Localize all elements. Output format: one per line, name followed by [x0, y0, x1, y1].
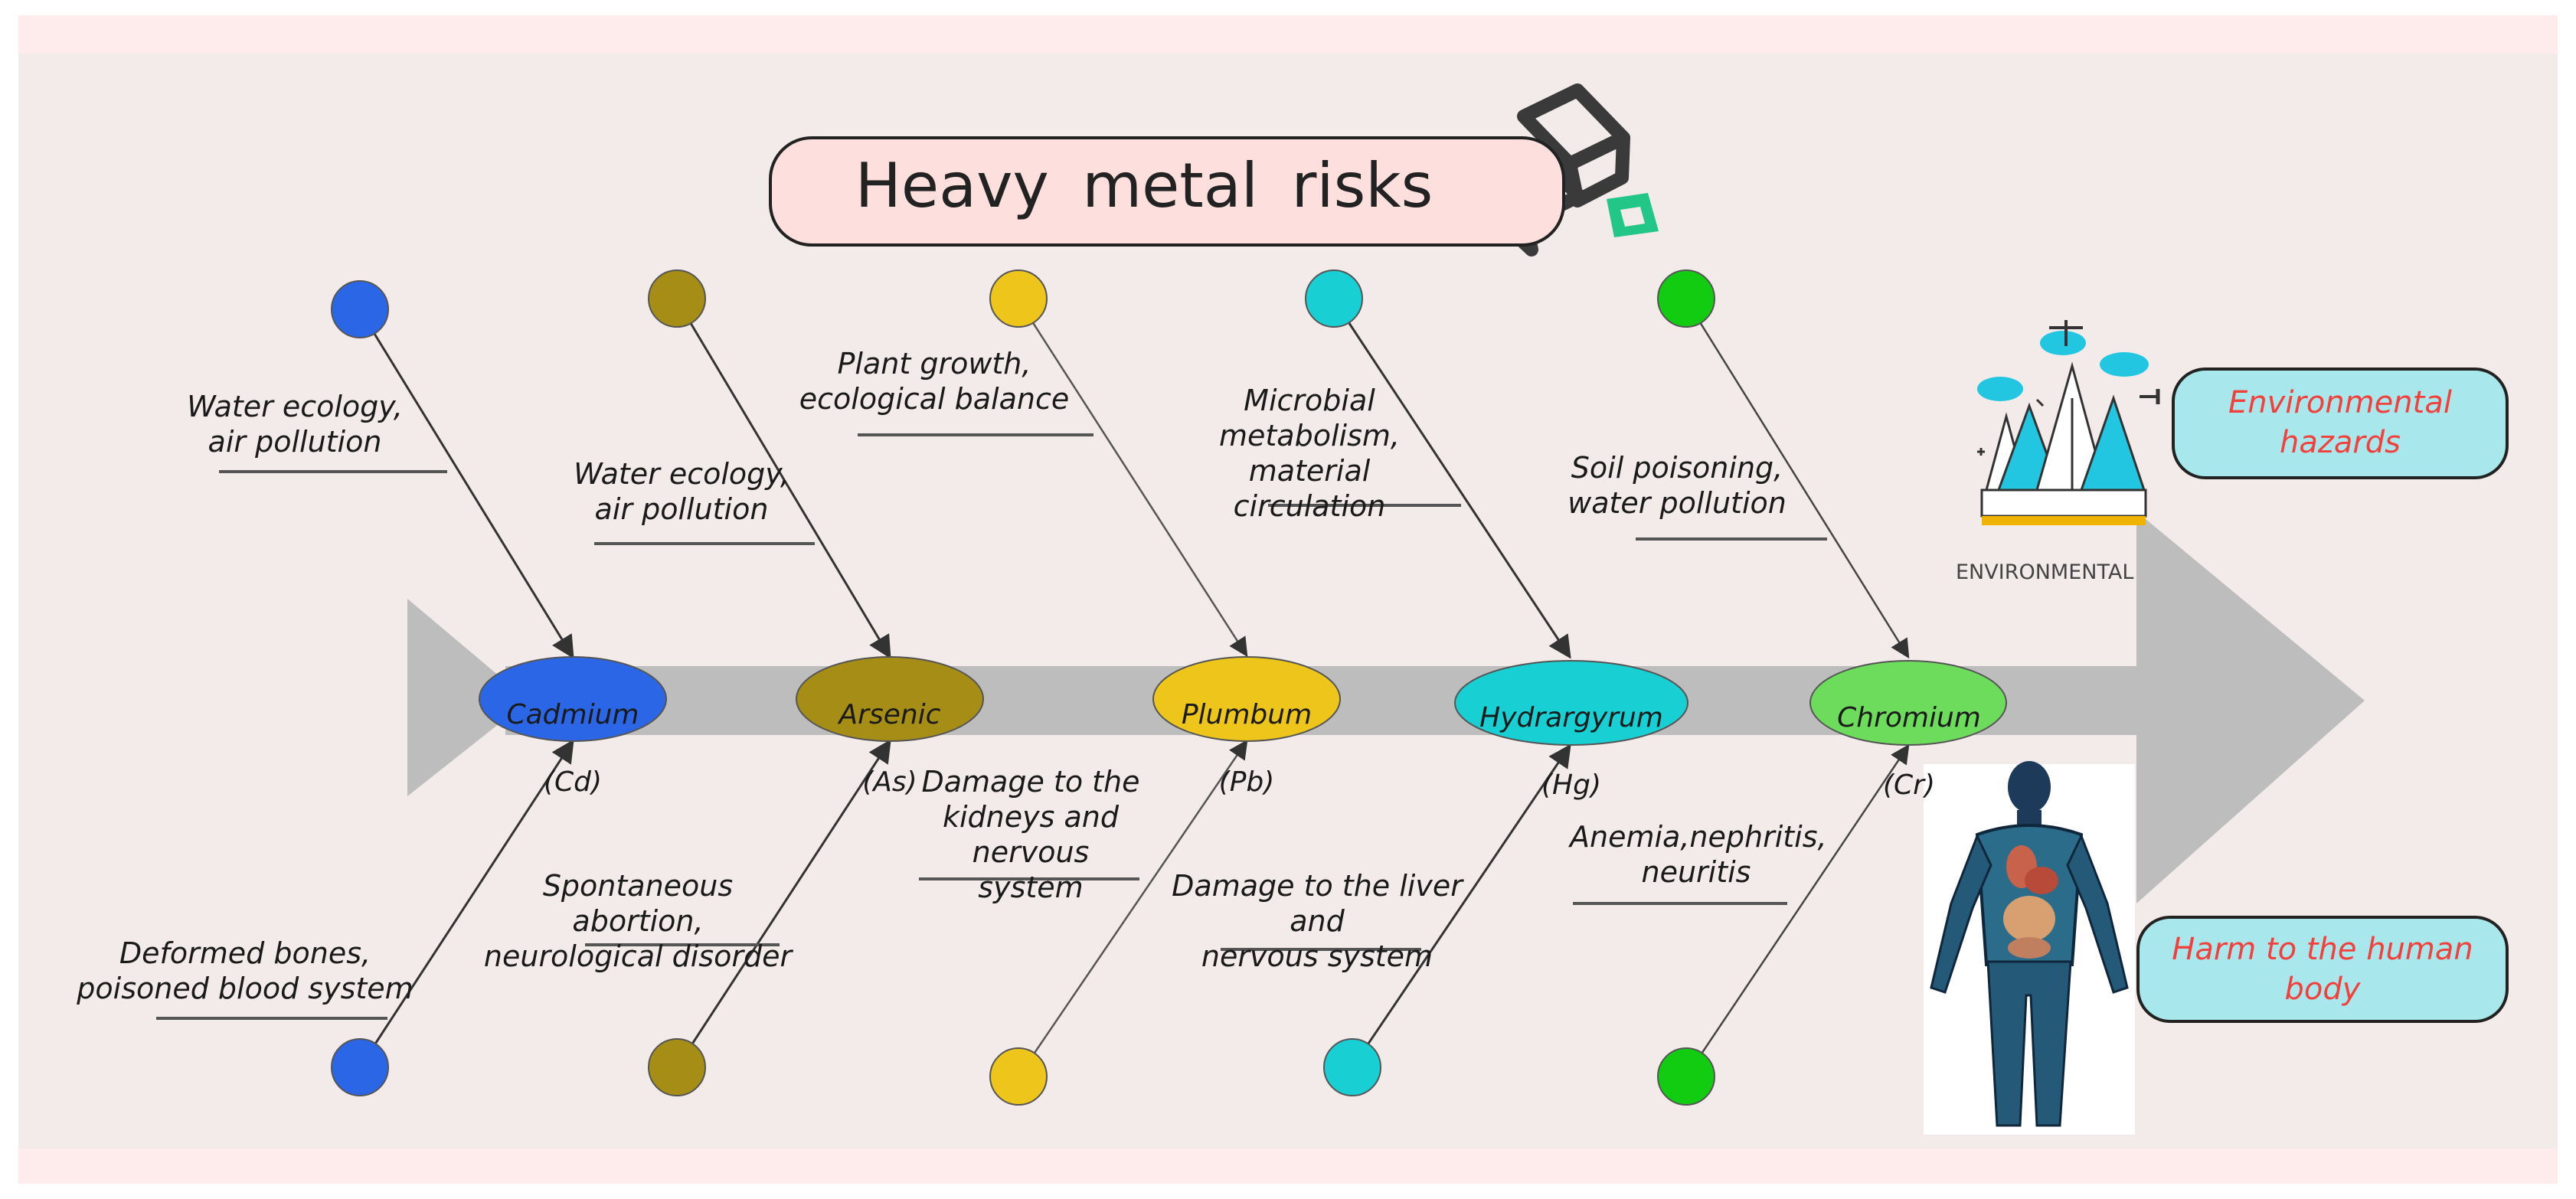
top-connector-3	[1017, 299, 1248, 658]
metal-symbol: (Cd)	[543, 766, 603, 798]
bottom-connector-1	[358, 739, 574, 1068]
top-connector-1	[358, 309, 574, 659]
bottom-effect-label-2: Spontaneous abortion, neurological disor…	[483, 869, 793, 973]
spine-tail-triangle	[407, 599, 528, 796]
metal-symbol: (Hg)	[1541, 769, 1601, 801]
environmental-icon	[1977, 320, 2160, 525]
top-connector-5	[1685, 299, 1910, 659]
outcome-human-box	[2136, 916, 2509, 1023]
metal-node-plumbum	[1152, 656, 1341, 742]
bottom-connector-2	[675, 739, 891, 1068]
metal-label-hydrargyrum: Hydrargyrum (Hg)	[1456, 668, 1686, 802]
metal-symbol: (Cr)	[1882, 769, 1936, 801]
top-dot-1	[331, 280, 389, 338]
top-dot-3	[989, 270, 1048, 328]
bottom-connector-3	[1017, 739, 1248, 1077]
metal-name: Arsenic	[839, 699, 941, 730]
small-green-bar-icon	[1607, 193, 1659, 237]
top-effect-label-3: Plant growth, ecological balance	[799, 347, 1070, 416]
human-body-image	[1924, 761, 2135, 1135]
metal-node-chromium	[1809, 660, 2007, 746]
metal-name: Plumbum	[1181, 699, 1313, 730]
bottom-effect-label-4: Damage to the liver and nervous system	[1172, 869, 1463, 973]
spine-arrowhead	[2136, 511, 2365, 903]
metal-name: Chromium	[1837, 702, 1981, 733]
bottom-connector-4	[1351, 743, 1571, 1068]
metal-node-hydrargyrum	[1454, 660, 1688, 746]
metal-name: Hydrargyrum	[1479, 702, 1663, 733]
metal-label-chromium: Chromium (Cr)	[1813, 668, 2005, 802]
top-effect-label-1: Water ecology, air pollution	[187, 390, 403, 459]
metal-node-arsenic	[796, 656, 984, 742]
environmental-icon-caption: ENVIRONMENTAL I	[1956, 560, 2140, 584]
metal-symbol: (As)	[862, 766, 917, 798]
top-effect-label-2: Water ecology, air pollution	[574, 457, 789, 526]
outcome-environmental-label: Environmental hazards	[2228, 385, 2452, 460]
bottom-effect-label-5: Anemia,nephritis, neuritis	[1570, 820, 1827, 889]
metal-node-cadmium	[479, 656, 667, 742]
bottom-dot-2	[648, 1038, 706, 1096]
top-dot-2	[648, 270, 706, 328]
bottom-dot-4	[1323, 1038, 1381, 1096]
top-effect-label-5: Soil poisoning, water pollution	[1568, 451, 1787, 520]
metal-label-arsenic: Arsenic (As)	[798, 665, 982, 799]
outcome-human-label: Harm to the human body	[2172, 932, 2473, 1007]
metal-label-cadmium: Cadmium (Cd)	[481, 665, 665, 799]
bottom-dot-1	[331, 1038, 389, 1096]
bottom-connector-5	[1685, 743, 1910, 1077]
diagram-title: Heavy metal risks	[855, 150, 1433, 221]
metal-symbol: (Pb)	[1218, 766, 1275, 798]
top-connector-4	[1332, 299, 1571, 659]
top-effect-label-4: Microbial metabolism, material circulati…	[1219, 384, 1400, 523]
title-box	[769, 136, 1565, 247]
metal-name: Cadmium	[506, 699, 639, 730]
bottom-effect-label-3: Damage to the kidneys and nervous system	[921, 765, 1140, 904]
top-dot-4	[1305, 270, 1363, 328]
bottom-dot-5	[1657, 1047, 1715, 1106]
bottom-effect-label-1: Deformed bones, poisoned blood system	[77, 936, 414, 1005]
bottom-dot-3	[989, 1047, 1048, 1106]
top-connector-2	[675, 299, 891, 659]
metal-label-plumbum: Plumbum (Pb)	[1155, 665, 1339, 799]
outcome-environmental-box	[2172, 368, 2509, 479]
top-dot-5	[1657, 270, 1715, 328]
